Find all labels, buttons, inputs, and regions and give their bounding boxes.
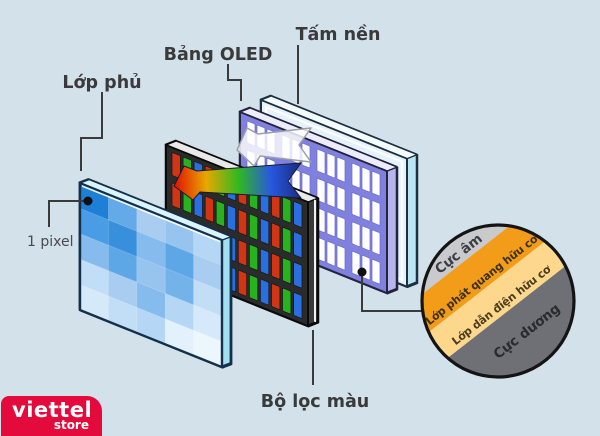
cover-label: Lớp phủ <box>62 73 141 93</box>
oled-subpixel-bar <box>351 162 361 189</box>
rgb-filter-bar <box>249 213 259 241</box>
rgb-filter-bar <box>271 283 281 310</box>
one-pixel-label: 1 pixel <box>27 234 74 250</box>
inset-marker-dot <box>357 267 367 277</box>
inset-layer-bands <box>422 225 574 377</box>
rgb-filter-bar <box>215 200 225 227</box>
oled-subpixel-bar <box>361 196 371 222</box>
color-filter-label: Bộ lọc màu <box>261 392 369 412</box>
inset-band-organic-conductive-layer <box>422 230 574 369</box>
rgb-filter-bar <box>237 209 248 236</box>
rgb-filter-bar <box>282 227 292 254</box>
oled-subpixel-bar <box>361 166 371 193</box>
cover-leader-line <box>80 92 103 171</box>
rgb-filter-bar <box>282 287 292 315</box>
oled-subpixel-bar <box>361 254 371 281</box>
oled-subpixel-bar <box>336 156 346 183</box>
pixel-marker-dot <box>83 196 93 206</box>
rgb-filter-bar <box>271 253 281 280</box>
oled-subpixel-bar <box>336 215 346 241</box>
white-light-arrow <box>236 127 312 167</box>
rgb-filter-bar <box>260 278 270 306</box>
logo-sub-text: store <box>53 418 89 432</box>
rgb-filter-bar <box>249 244 259 271</box>
rgb-filter-bar <box>237 270 248 297</box>
oled-subpixel-bar <box>326 240 336 267</box>
cover-panel-glass-rim <box>82 185 220 243</box>
oled-label: Bảng OLED <box>164 45 273 65</box>
oled-subpixel-bar <box>361 225 371 252</box>
rgb-filter-bar <box>282 196 292 224</box>
rgb-filter-bar <box>271 222 281 250</box>
inset-circle-outline <box>420 223 576 379</box>
rgb-filter-bar <box>293 292 303 319</box>
oled-subpixel-bar <box>351 192 361 218</box>
inset-band-cathode <box>422 225 539 317</box>
viettel-store-logo: viettel store <box>1 396 102 436</box>
oled-subpixel-bar <box>336 186 346 212</box>
rainbow-light-arrow <box>173 162 302 201</box>
oled-subpixel-bar <box>371 171 381 197</box>
inset-band-organic-emissive-layer <box>422 225 560 344</box>
oled-subpixel-bar <box>326 211 336 237</box>
logo-brand-text: viettel <box>12 398 93 422</box>
oled-subpixel-bar <box>316 178 326 204</box>
inset-connector-line <box>361 272 424 312</box>
cover-panel <box>78 178 233 369</box>
pixel-mosaic <box>79 182 223 369</box>
rgb-filter-bar <box>237 239 248 267</box>
rgb-filter-bar <box>171 152 181 179</box>
pixel-leader-line <box>48 200 84 227</box>
oled-subpixel-bar <box>371 229 381 256</box>
rgb-filter-bar <box>293 231 303 258</box>
oled-subpixel-bar <box>351 250 361 277</box>
oled-subpixel-bar <box>336 244 346 271</box>
oled-subpixel-bar <box>326 152 336 179</box>
oled-subpixel-bar <box>371 259 381 285</box>
oled-subpixel-bar <box>326 182 336 208</box>
rgb-filter-bar <box>249 274 259 301</box>
oled-leader-line <box>227 64 242 101</box>
rgb-filter-bar <box>293 201 303 228</box>
rgb-filter-bar <box>260 248 270 276</box>
rgb-filter-bar <box>293 262 303 289</box>
oled-subpixel-bar <box>351 221 361 247</box>
rgb-filter-bar <box>260 218 270 245</box>
oled-subpixel-bar <box>371 200 381 226</box>
oled-subpixel-bar <box>316 148 326 175</box>
inset-band-anode <box>434 255 574 377</box>
rgb-filter-bar <box>204 196 214 223</box>
substrate-label: Tấm nền <box>296 24 381 45</box>
rgb-filter-bar <box>282 257 292 284</box>
rgb-filter-bar <box>226 204 237 232</box>
cover-panel-outline <box>78 181 224 369</box>
